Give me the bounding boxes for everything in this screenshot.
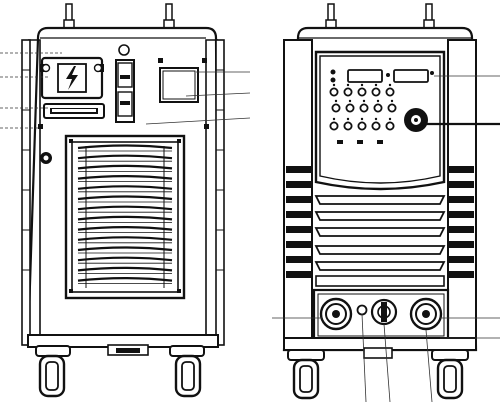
rear-castor-right	[169, 345, 205, 398]
panel-button	[371, 121, 381, 131]
fan-louver	[77, 185, 173, 190]
rear-lifting-eye-right	[163, 3, 175, 29]
rear-view	[0, 3, 251, 398]
panel-button	[345, 103, 355, 113]
front-callout-leaders	[272, 75, 500, 402]
front-vent-slot	[314, 227, 446, 237]
negative-output-socket	[319, 297, 353, 331]
front-lifting-eye-left	[325, 3, 337, 29]
rear-top-screw	[118, 44, 130, 56]
rear-mount-hole	[38, 124, 43, 129]
fan-louver	[77, 236, 173, 241]
front-vents	[314, 195, 446, 287]
side-louver-bar	[448, 166, 474, 173]
panel-button	[385, 121, 395, 131]
fan-louver	[77, 226, 173, 231]
indicator-led	[330, 77, 336, 83]
panel-indicator	[377, 140, 383, 144]
front-vent-slot	[314, 195, 446, 205]
rear-lifting-eye-left	[63, 3, 75, 29]
fan-louver	[77, 277, 173, 282]
front-left-side-louvers	[286, 166, 312, 278]
cable-gland	[40, 152, 52, 164]
display-left	[347, 69, 383, 83]
side-louver-bar	[448, 271, 474, 278]
rear-castor-left	[35, 345, 71, 398]
side-louver-bar	[448, 241, 474, 248]
side-louver-bar	[448, 196, 474, 203]
display-right	[393, 69, 429, 83]
rating-plate	[159, 67, 199, 103]
front-bottom-clamp	[363, 347, 393, 359]
fan-louver	[77, 154, 173, 160]
fan-louver	[77, 205, 173, 211]
panel-button	[343, 121, 353, 131]
panel-button	[329, 87, 339, 97]
front-castor-right	[431, 349, 469, 400]
main-power-switch	[40, 56, 104, 100]
fan-louver	[77, 195, 173, 201]
front-lifting-eye-right	[423, 3, 435, 29]
panel-indicator	[357, 140, 363, 144]
side-louver-bar	[286, 181, 312, 188]
front-vent-slot	[314, 211, 446, 221]
output-terminal-panel	[312, 288, 450, 342]
rear-fan-grille	[64, 134, 186, 300]
panel-button	[357, 121, 367, 131]
indicator-led	[330, 69, 336, 75]
panel-button	[329, 121, 339, 131]
side-louver-bar	[286, 211, 312, 218]
side-louver-bar	[286, 166, 312, 173]
front-right-side-louvers	[448, 166, 474, 278]
fan-louver	[77, 246, 173, 252]
panel-button	[385, 87, 395, 97]
indicator-led	[430, 71, 434, 75]
fan-louver	[77, 175, 173, 180]
remote-control-socket	[356, 304, 368, 316]
side-louver-bar	[448, 181, 474, 188]
high-voltage-bolt-icon	[66, 66, 78, 90]
rear-label-plate	[43, 103, 105, 119]
panel-button	[331, 103, 341, 113]
panel-button	[343, 87, 353, 97]
side-louver-bar	[286, 271, 312, 278]
side-louver-bar	[448, 226, 474, 233]
panel-button	[387, 103, 397, 113]
rear-bottom-connector	[107, 344, 149, 356]
side-louver-bar	[286, 226, 312, 233]
indicator-led	[386, 73, 390, 77]
side-louver-bar	[286, 256, 312, 263]
panel-button	[371, 87, 381, 97]
front-view	[272, 3, 500, 402]
fan-louver	[77, 266, 173, 272]
front-castor-left	[287, 349, 325, 400]
fan-louver	[77, 164, 173, 170]
rear-fuse-block	[115, 59, 135, 123]
rear-side-ribs	[22, 69, 224, 271]
rear-mount-hole	[158, 58, 163, 63]
side-louver-bar	[286, 241, 312, 248]
rear-callout-leaders	[0, 52, 251, 129]
adjustment-knob	[404, 108, 428, 132]
rear-mount-hole	[204, 124, 209, 129]
control-panel	[314, 50, 446, 191]
panel-button	[357, 87, 367, 97]
side-louver-bar	[448, 211, 474, 218]
fan-louver	[77, 144, 173, 150]
front-vent-slot	[314, 245, 446, 255]
side-louver-bar	[286, 196, 312, 203]
panel-button	[373, 103, 383, 113]
fan-louver	[77, 256, 173, 262]
side-louver-bar	[448, 256, 474, 263]
panel-button	[359, 103, 369, 113]
panel-indicator	[337, 140, 343, 144]
gas-connector	[370, 298, 398, 326]
positive-output-socket	[409, 297, 443, 331]
front-vent-slot	[314, 261, 446, 271]
rear-mount-hole	[202, 58, 207, 63]
fan-louver	[77, 215, 173, 221]
